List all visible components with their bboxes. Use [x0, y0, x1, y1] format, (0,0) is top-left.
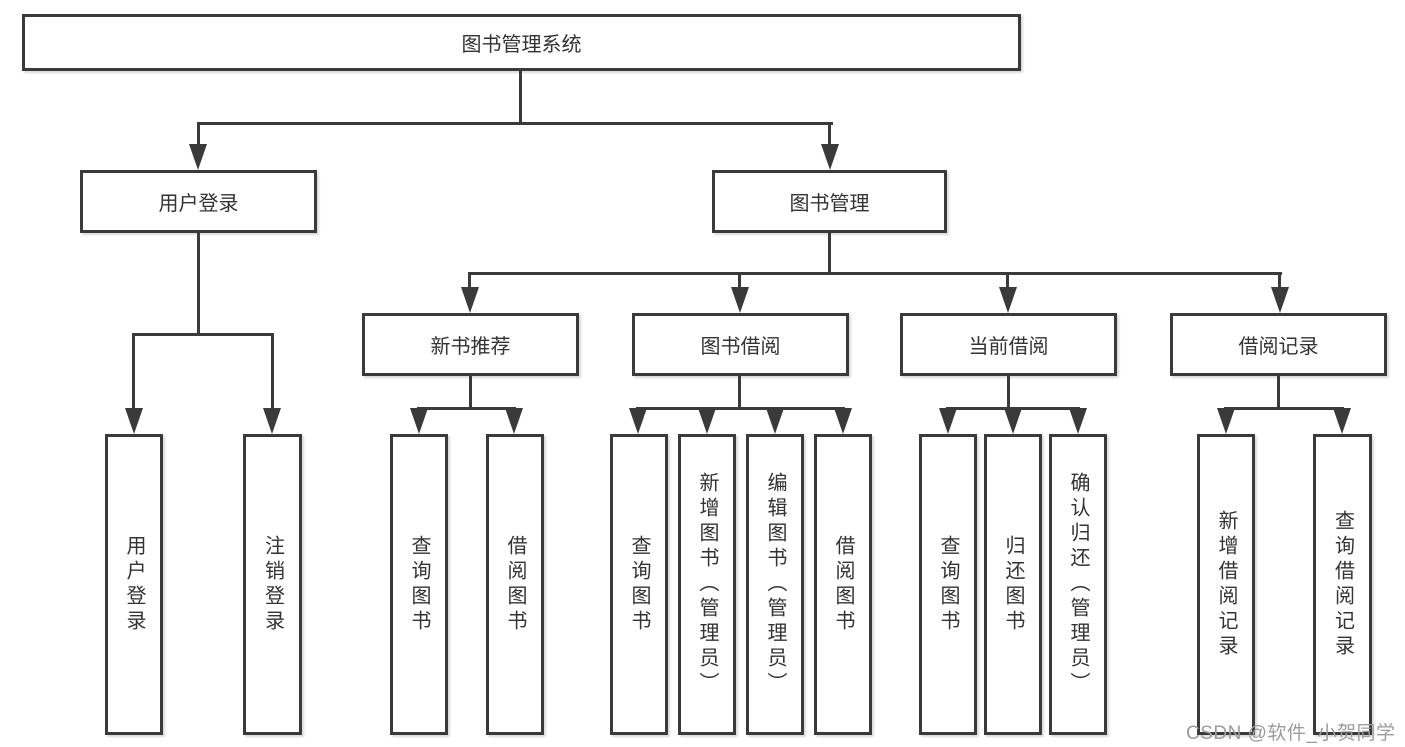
connector-line	[519, 71, 522, 122]
node-book-borrow: 图书借阅	[632, 313, 849, 376]
connector-line	[197, 122, 833, 125]
arrowhead-down-icon	[1271, 287, 1289, 313]
arrowhead-down-icon	[461, 287, 479, 313]
leaf-bb-query-book: 查询图书	[610, 434, 668, 735]
leaf-nbr-query-book: 查询图书	[390, 434, 448, 735]
connector-line	[132, 333, 135, 411]
node-current-borrow: 当前借阅	[900, 313, 1117, 376]
arrowhead-down-icon	[1004, 408, 1022, 434]
leaf-br-add-record: 新增借阅记录	[1197, 434, 1255, 735]
connector-line	[738, 376, 741, 408]
arrowhead-down-icon	[1333, 408, 1351, 434]
arrowhead-down-icon	[834, 408, 852, 434]
leaf-bb-borrow-book: 借阅图书	[814, 434, 872, 735]
connector-line	[197, 233, 200, 333]
arrowhead-down-icon	[629, 408, 647, 434]
arrowhead-down-icon	[189, 144, 207, 170]
connector-line	[828, 122, 831, 148]
arrowhead-down-icon	[263, 408, 281, 434]
connector-line	[469, 272, 1282, 275]
arrowhead-down-icon	[939, 408, 957, 434]
connector-line	[132, 333, 274, 336]
connector-line	[636, 407, 845, 410]
connector-line	[468, 272, 471, 290]
connector-line	[417, 407, 516, 410]
leaf-cb-confirm-return-admin: 确认归还（管理员）	[1049, 434, 1107, 735]
connector-line	[197, 122, 200, 148]
node-borrow-record: 借阅记录	[1170, 313, 1387, 376]
node-new-book-recommend: 新书推荐	[362, 313, 579, 376]
connector-line	[271, 333, 274, 411]
arrowhead-down-icon	[766, 408, 784, 434]
arrowhead-down-icon	[1069, 408, 1087, 434]
leaf-cb-return-book: 归还图书	[984, 434, 1042, 735]
connector-line	[738, 272, 741, 290]
connector-line	[1006, 272, 1009, 290]
arrowhead-down-icon	[731, 287, 749, 313]
arrowhead-down-icon	[999, 287, 1017, 313]
arrowhead-down-icon	[410, 408, 428, 434]
leaf-nbr-borrow-book: 借阅图书	[486, 434, 544, 735]
arrowhead-down-icon	[505, 408, 523, 434]
leaf-logout: 注销登录	[243, 434, 302, 735]
connector-line	[1278, 272, 1281, 290]
connector-line	[469, 376, 472, 407]
node-book-management: 图书管理	[712, 170, 947, 233]
arrowhead-down-icon	[821, 144, 839, 170]
arrowhead-down-icon	[125, 408, 143, 434]
connector-line	[828, 233, 831, 272]
watermark: CSDN @软件_小贺同学	[1186, 723, 1396, 744]
leaf-bb-add-book-admin: 新增图书（管理员）	[678, 434, 736, 735]
node-user-login: 用户登录	[80, 170, 317, 233]
leaf-user-login: 用户登录	[105, 434, 163, 735]
arrowhead-down-icon	[698, 408, 716, 434]
connector-line	[1277, 376, 1280, 408]
leaf-cb-query-book: 查询图书	[919, 434, 977, 735]
connector-line	[1007, 376, 1010, 408]
leaf-br-query-record: 查询借阅记录	[1313, 434, 1372, 735]
connector-line	[1224, 407, 1344, 410]
node-root: 图书管理系统	[22, 14, 1021, 71]
leaf-bb-edit-book-admin: 编辑图书（管理员）	[746, 434, 804, 735]
arrowhead-down-icon	[1217, 408, 1235, 434]
